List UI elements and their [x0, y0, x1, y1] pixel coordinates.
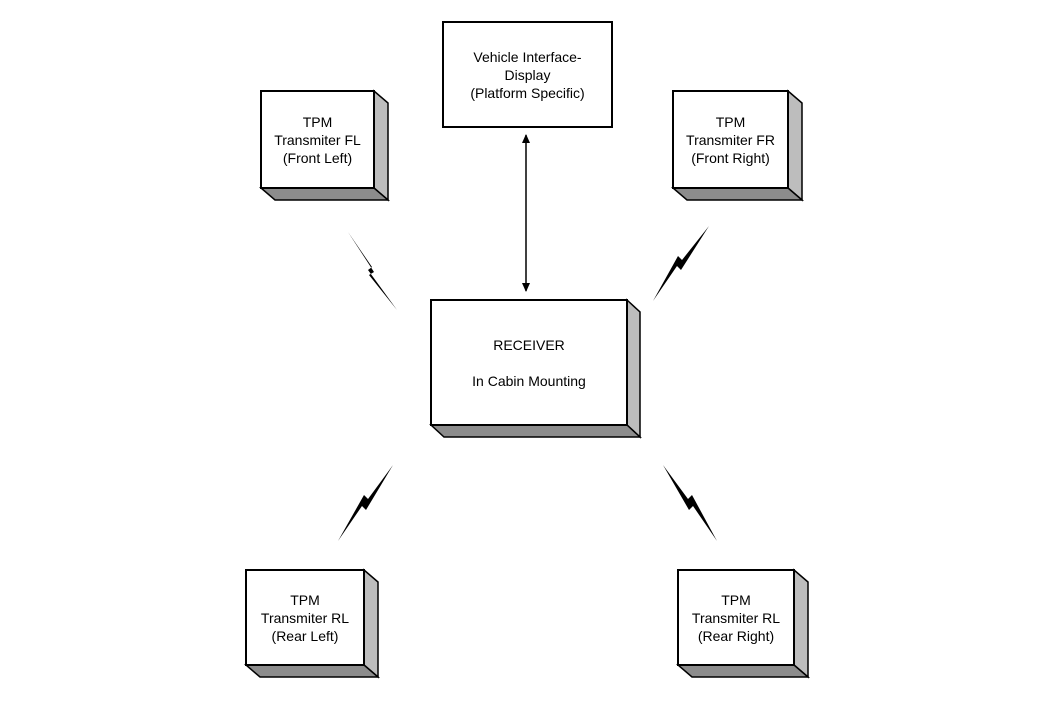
receiver-subtitle: In Cabin Mounting	[472, 372, 586, 389]
fl-line-1: TPM	[302, 113, 333, 130]
transmitter-fr-box: TPM Transmiter FR (Front Right)	[672, 90, 789, 189]
display-line-1: Vehicle Interface-	[473, 48, 582, 65]
rr-box-shadow	[675, 568, 811, 679]
rr-line-3: (Rear Right)	[697, 627, 775, 644]
rl-line-1: TPM	[290, 591, 320, 608]
fl-line-2: Transmiter FL	[274, 131, 361, 148]
rl-box-shadow	[243, 568, 381, 679]
receiver-box: RECEIVER In Cabin Mounting	[430, 299, 628, 426]
fr-line-3: (Front Right)	[691, 149, 770, 166]
display-line-3: (Platform Specific)	[470, 84, 585, 101]
wireless-bolt-rr-icon	[663, 465, 717, 541]
wireless-bolt-fl-icon	[348, 232, 397, 310]
fl-line-3: (Front Left)	[282, 149, 353, 166]
display-line-2: Display	[504, 66, 551, 83]
display-box: Vehicle Interface- Display (Platform Spe…	[442, 21, 613, 128]
rr-line-1: TPM	[721, 591, 751, 608]
rl-line-3: (Rear Left)	[271, 627, 339, 644]
wireless-bolt-fr-icon	[653, 226, 709, 301]
wireless-bolt-rl-icon	[338, 465, 393, 541]
fr-line-2: Transmiter FR	[686, 131, 775, 148]
transmitter-fl-box: TPM Transmiter FL (Front Left)	[260, 90, 375, 189]
receiver-title: RECEIVER	[493, 336, 565, 353]
rr-line-2: Transmiter RL	[691, 609, 781, 626]
transmitter-rr-box: TPM Transmiter RL (Rear Right)	[677, 569, 795, 666]
transmitter-rl-box: TPM Transmiter RL (Rear Left)	[245, 569, 365, 666]
fr-line-1: TPM	[715, 113, 746, 130]
receiver-box-shadow	[429, 298, 642, 439]
rl-line-2: Transmiter RL	[260, 609, 350, 626]
